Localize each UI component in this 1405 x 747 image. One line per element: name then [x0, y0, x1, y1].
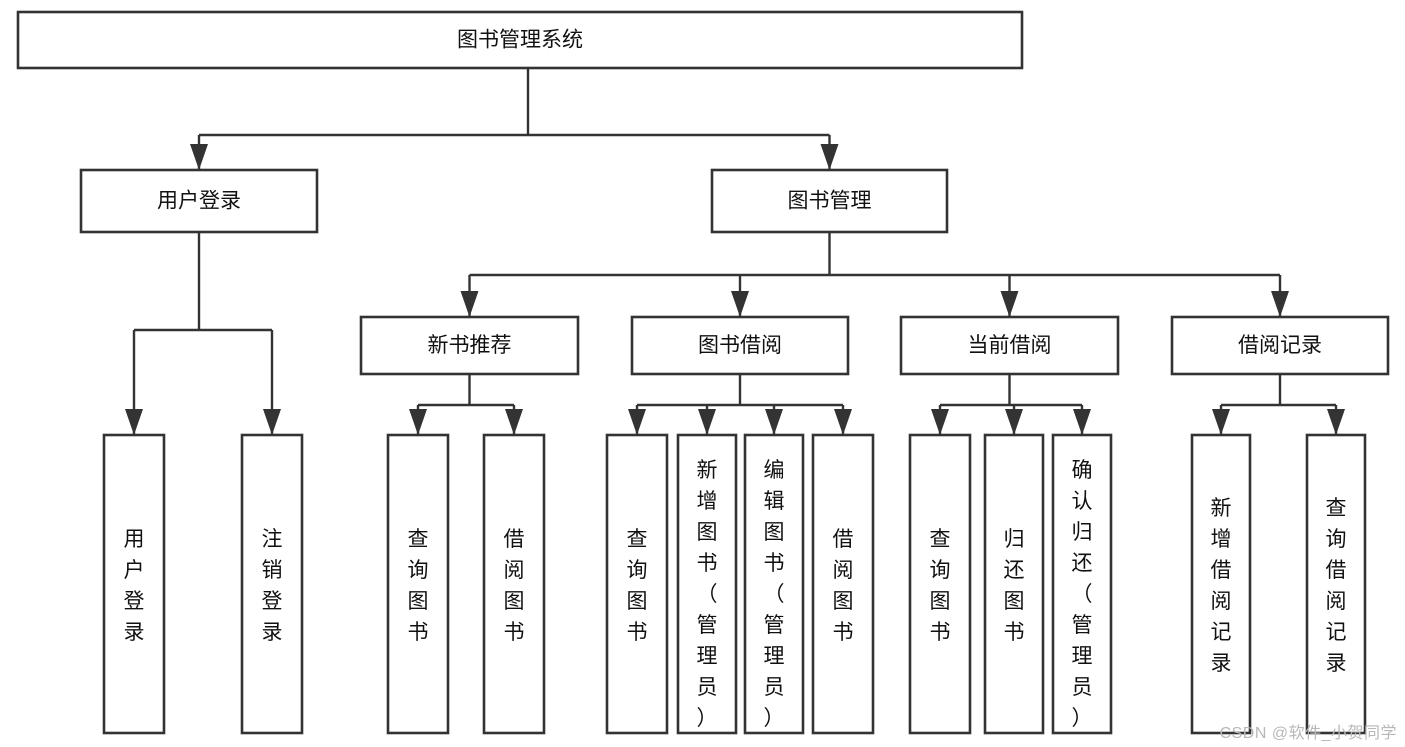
arrow-current-borrow [1000, 291, 1019, 317]
node-leaf-return-book[interactable]: 归还图书 [983, 433, 1045, 735]
node-leaf-edit-book-admin[interactable]: 编辑图书（管理员） [743, 433, 805, 735]
arrow-leaf-add-borrow-record [1212, 409, 1230, 435]
arrow-leaf-borrow-book-recommend [505, 409, 523, 435]
node-leaf-borrow-book-recommend[interactable]: 借阅图书 [482, 433, 546, 735]
node-box [899, 315, 1120, 376]
node-label: 归还图书 [1004, 528, 1025, 644]
arrow-new-book-recommend [460, 291, 479, 317]
node-box [102, 433, 166, 735]
arrow-book-management [820, 144, 839, 170]
node-user-login[interactable]: 用户登录 [79, 168, 319, 234]
node-box [676, 433, 738, 735]
node-label: 借阅记录 [1238, 334, 1322, 357]
arrow-leaf-edit-book-admin [765, 409, 783, 435]
arrow-leaf-user-logout [263, 409, 281, 435]
node-box [240, 433, 304, 735]
arrow-leaf-query-book-current [931, 409, 949, 435]
node-root[interactable]: 图书管理系统 [16, 10, 1024, 70]
node-leaf-user-login[interactable]: 用户登录 [102, 433, 166, 735]
node-box [1051, 433, 1113, 735]
node-box [605, 433, 669, 735]
node-box [983, 433, 1045, 735]
node-label: 借阅图书 [833, 528, 854, 644]
node-leaf-add-borrow-record[interactable]: 新增借阅记录 [1190, 433, 1252, 735]
arrow-user-login [190, 144, 208, 170]
node-box [1190, 433, 1252, 735]
node-box [908, 433, 972, 735]
node-box [79, 168, 319, 234]
node-leaf-confirm-return-admin[interactable]: 确认归还（管理员） [1051, 433, 1113, 735]
node-box [710, 168, 949, 234]
node-box [386, 433, 450, 735]
node-leaf-borrow-book[interactable]: 借阅图书 [811, 433, 875, 735]
node-leaf-query-book-current[interactable]: 查询图书 [908, 433, 972, 735]
node-box [1305, 433, 1367, 735]
node-label: 编辑图书（管理员） [764, 459, 785, 730]
node-box [482, 433, 546, 735]
arrow-leaf-borrow-book [834, 409, 852, 435]
node-label: 新书推荐 [428, 334, 512, 357]
node-label: 新增借阅记录 [1211, 497, 1232, 675]
node-label: 查询图书 [930, 528, 951, 644]
node-box [811, 433, 875, 735]
arrow-leaf-query-book-borrow [628, 409, 646, 435]
node-new-book-recommend[interactable]: 新书推荐 [359, 315, 580, 376]
connector-layer [125, 68, 1345, 435]
node-book-management[interactable]: 图书管理 [710, 168, 949, 234]
node-label: 确认归还（管理员） [1072, 459, 1093, 730]
csdn-watermark: CSDN @软件_小贺同学 [1219, 725, 1397, 742]
node-leaf-query-book-recommend[interactable]: 查询图书 [386, 433, 450, 735]
node-label: 新增图书（管理员） [697, 459, 718, 730]
node-box [630, 315, 850, 376]
node-borrow-records[interactable]: 借阅记录 [1170, 315, 1390, 376]
node-leaf-user-logout[interactable]: 注销登录 [240, 433, 304, 735]
node-leaf-query-borrow-record[interactable]: 查询借阅记录 [1305, 433, 1367, 735]
arrow-leaf-add-book-admin [698, 409, 716, 435]
node-label: 注销登录 [262, 528, 283, 644]
node-label: 用户登录 [124, 528, 145, 644]
node-label: 用户登录 [157, 190, 241, 213]
node-box [743, 433, 805, 735]
node-label: 借阅图书 [504, 528, 525, 644]
node-leaf-query-book-borrow[interactable]: 查询图书 [605, 433, 669, 735]
node-box [1170, 315, 1390, 376]
arrow-leaf-query-book-recommend [409, 409, 427, 435]
node-current-borrow[interactable]: 当前借阅 [899, 315, 1120, 376]
node-label: 查询借阅记录 [1326, 497, 1347, 675]
node-label: 查询图书 [627, 528, 648, 644]
node-layer: 图书管理系统用户登录图书管理新书推荐图书借阅当前借阅借阅记录用户登录注销登录查询… [16, 10, 1390, 735]
arrow-leaf-query-borrow-record [1327, 409, 1345, 435]
arrow-leaf-confirm-return-admin [1073, 409, 1091, 435]
node-leaf-add-book-admin[interactable]: 新增图书（管理员） [676, 433, 738, 735]
node-label: 图书管理系统 [457, 29, 583, 52]
node-box [16, 10, 1024, 70]
arrow-leaf-return-book [1005, 409, 1023, 435]
node-label: 当前借阅 [968, 334, 1052, 357]
arrow-leaf-user-login [125, 409, 143, 435]
arrow-borrow-records [1271, 291, 1289, 317]
node-box [359, 315, 580, 376]
node-label: 图书管理 [788, 190, 872, 213]
node-book-borrow[interactable]: 图书借阅 [630, 315, 850, 376]
node-label: 查询图书 [408, 528, 429, 644]
node-label: 图书借阅 [698, 334, 782, 357]
arrow-book-borrow [731, 291, 749, 317]
